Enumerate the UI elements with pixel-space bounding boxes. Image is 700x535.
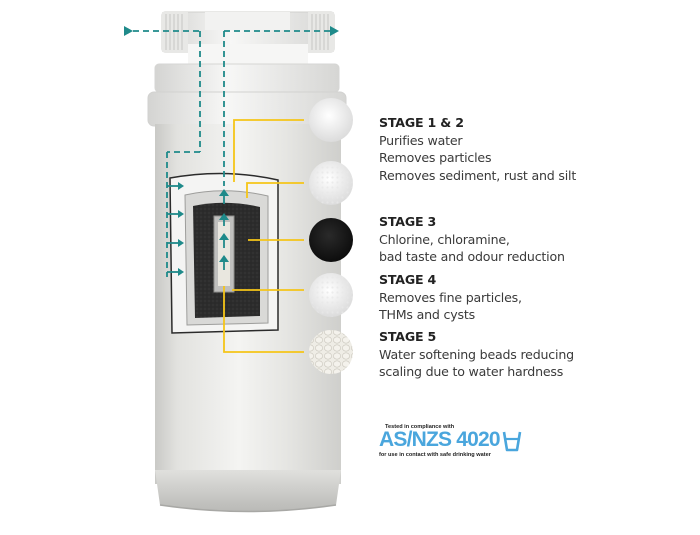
- certification-badge: Tested in compliance with AS/NZS 4020 fo…: [379, 420, 529, 465]
- stage-title: STAGE 4: [379, 272, 437, 287]
- swatch-stage-3: [309, 218, 353, 262]
- stage-detail: THMs and cysts: [379, 307, 475, 322]
- stage-detail: scaling due to water hardness: [379, 364, 564, 379]
- stage-detail: Purifies water: [379, 132, 463, 148]
- stage-detail: Removes fine particles,: [379, 289, 522, 305]
- certification-standard: AS/NZS 4020: [379, 428, 501, 451]
- certification-bottom-text: for use in contact with safe drinking wa…: [379, 452, 491, 458]
- stage-title: STAGE 1 & 2: [379, 115, 464, 130]
- stage-5-description: STAGE 5 Water softening beads reducing s…: [379, 328, 574, 381]
- stage-1-2-description: STAGE 1 & 2 Purifies water Removes parti…: [379, 114, 576, 184]
- water-flow-arrows: [124, 26, 339, 277]
- stage-detail: Removes particles: [379, 150, 492, 165]
- stage-detail: Water softening beads reducing: [379, 346, 574, 362]
- drinking-glass-icon: [502, 431, 522, 452]
- certification-top-text: Tested in compliance with: [385, 424, 455, 430]
- stage-detail: Removes sediment, rust and silt: [379, 167, 577, 183]
- leader-stage-2: [246, 182, 304, 198]
- stage-leader-lines: [223, 119, 304, 353]
- media-swatches: [309, 98, 353, 374]
- stage-detail: Chlorine, chloramine,: [379, 231, 510, 247]
- stage-detail: bad taste and odour reduction: [379, 249, 565, 264]
- stage-3-description: STAGE 3 Chlorine, chloramine, bad taste …: [379, 213, 565, 266]
- leader-stage-5: [223, 286, 304, 353]
- stage-title: STAGE 3: [379, 214, 437, 229]
- swatch-stage-1-2a: [309, 98, 353, 142]
- stage-title: STAGE 5: [379, 329, 437, 344]
- filter-head: [147, 11, 347, 127]
- stage-4-description: STAGE 4 Removes fine particles, THMs and…: [379, 271, 522, 324]
- leader-stage-1: [233, 119, 304, 182]
